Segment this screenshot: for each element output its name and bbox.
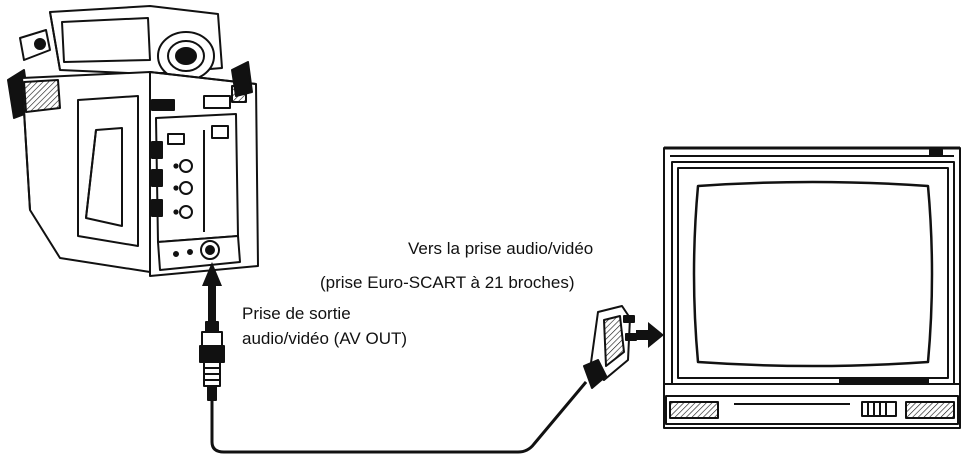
scart-plug xyxy=(577,305,637,393)
av-out-label-line1: Prise de sortie xyxy=(242,304,351,323)
av-out-label-line2: audio/vidéo (AV OUT) xyxy=(242,329,408,348)
television xyxy=(663,146,961,429)
camcorder xyxy=(7,5,259,277)
tv-input-label-line2: (prise Euro-SCART à 21 broches) xyxy=(320,273,575,292)
tv-input-label-line1: Vers la prise audio/vidéo xyxy=(408,239,594,258)
connection-arrow-up xyxy=(202,262,222,324)
connection-arrow-right xyxy=(636,322,664,348)
av-plug-cable xyxy=(199,321,588,454)
